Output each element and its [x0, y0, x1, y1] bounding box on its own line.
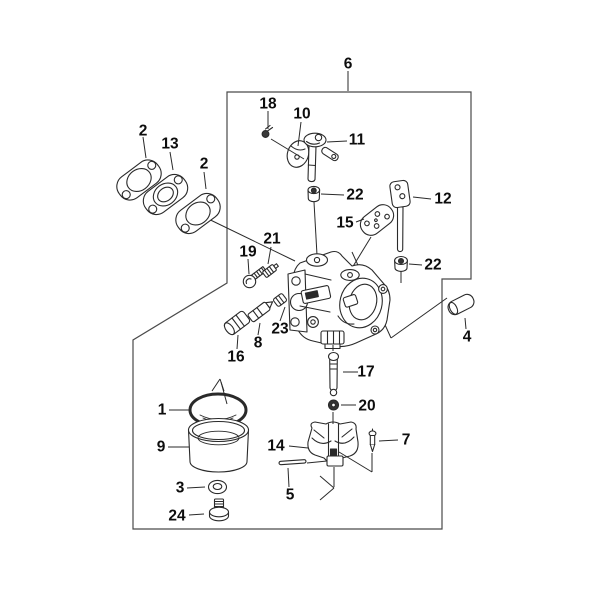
part-screw-21 [262, 263, 279, 278]
part-bushing-22-upper [307, 185, 321, 203]
part-needle-valve-7 [368, 428, 377, 453]
part-choke-screw-18 [261, 124, 274, 138]
leader-line [236, 334, 239, 350]
leader-line [320, 193, 345, 196]
part-callout-14: 14 [267, 438, 285, 455]
part-callout-4: 4 [463, 329, 472, 346]
leader-line [313, 201, 318, 256]
part-callout-5: 5 [286, 487, 295, 504]
leader-line [319, 475, 335, 489]
leader-line [378, 439, 399, 442]
leader-line [288, 445, 309, 449]
part-carburetor-body [287, 250, 391, 350]
part-callout-17: 17 [357, 364, 374, 381]
part-callout-19: 19 [239, 244, 257, 261]
leader-line [287, 467, 290, 488]
part-float-pin-5 [278, 459, 307, 466]
leader-line [195, 212, 296, 262]
leader-line [355, 218, 365, 223]
leader-line [186, 486, 206, 489]
part-callout-11: 11 [349, 132, 366, 149]
leader-line [220, 381, 228, 405]
part-pump-plate-15 [359, 204, 395, 236]
part-callout-16: 16 [227, 349, 245, 366]
part-screw-19 [242, 266, 267, 289]
part-washer-3 [207, 479, 228, 495]
part-callout-1: 1 [158, 402, 167, 419]
part-callout-13: 13 [161, 136, 179, 153]
part-choke-shaft-12 [389, 179, 411, 253]
part-callout-12: 12 [434, 191, 451, 208]
leader-line [211, 378, 221, 392]
leader-line [188, 513, 205, 516]
part-spacer-13 [142, 173, 189, 216]
part-callout-7: 7 [402, 432, 411, 449]
part-callout-23: 23 [271, 321, 289, 338]
part-callout-2: 2 [200, 156, 209, 173]
leader-line [351, 236, 372, 269]
part-jet-16 [223, 310, 251, 336]
part-callout-22: 22 [424, 257, 441, 274]
part-callout-10: 10 [293, 106, 310, 123]
part-inlet-pipe-4 [447, 293, 475, 316]
part-float-bowl-9 [187, 417, 250, 473]
part-callout-8: 8 [254, 335, 263, 352]
part-callout-9: 9 [157, 439, 166, 456]
leader-line [270, 138, 305, 160]
leader-line [257, 322, 261, 336]
leader-line [390, 297, 448, 339]
part-callout-2: 2 [139, 123, 148, 140]
leader-line [412, 196, 432, 200]
part-callout-24: 24 [168, 508, 186, 525]
leader-line [319, 487, 335, 501]
detail-box-outline [132, 91, 472, 530]
part-needle-seat-20 [327, 399, 340, 411]
part-callout-21: 21 [263, 231, 281, 248]
leader-line [267, 246, 272, 265]
leader-line [297, 121, 302, 147]
part-callout-3: 3 [176, 480, 185, 497]
part-nozzle-8 [247, 301, 274, 323]
part-nut-23 [273, 293, 287, 307]
leader-line [169, 151, 174, 171]
leader-line [408, 263, 423, 266]
leader-line [247, 258, 250, 275]
part-callout-6: 6 [344, 56, 353, 73]
part-callout-15: 15 [336, 215, 354, 232]
leader-line [306, 460, 328, 464]
part-bushing-22-lower [394, 255, 408, 272]
leader-line [142, 136, 147, 159]
part-float-14 [307, 421, 359, 467]
leader-line [203, 171, 207, 190]
part-throttle-shaft-11 [303, 132, 339, 183]
part-choke-plate-10 [286, 140, 310, 168]
part-bowl-bolt-24 [208, 498, 230, 522]
part-main-nozzle-17 [327, 351, 340, 397]
leader-line [338, 451, 373, 473]
leader-line [279, 306, 286, 322]
leader-line [326, 140, 348, 143]
part-callout-22: 22 [346, 187, 363, 204]
part-callout-20: 20 [358, 398, 375, 415]
leader-line [464, 317, 467, 330]
part-callout-18: 18 [259, 96, 277, 113]
